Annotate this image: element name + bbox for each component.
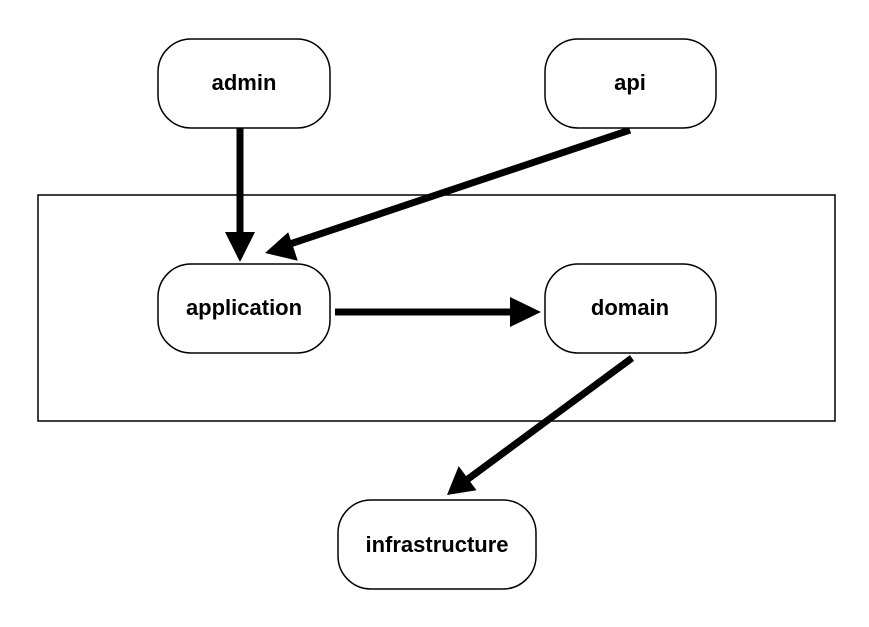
node-domain[interactable]: domain xyxy=(544,263,717,354)
edge-domain-to-infrastructure xyxy=(447,355,635,495)
node-infrastructure[interactable]: infrastructure xyxy=(337,499,537,590)
node-domain-label: domain xyxy=(591,295,669,320)
edge-api-to-application xyxy=(265,126,632,261)
edge-domain-to-infrastructure-arrowhead xyxy=(447,466,477,495)
edge-api-to-application-arrowhead xyxy=(265,232,298,261)
node-api[interactable]: api xyxy=(544,38,717,129)
node-api-box xyxy=(544,38,717,129)
edge-application-to-domain-arrowhead xyxy=(510,297,541,327)
node-application-box xyxy=(157,263,331,354)
node-domain-box xyxy=(544,263,717,354)
edge-domain-to-infrastructure-line xyxy=(465,355,635,482)
node-admin[interactable]: admin xyxy=(157,38,331,129)
node-infrastructure-label: infrastructure xyxy=(365,532,508,557)
node-application-label: application xyxy=(186,295,302,320)
edge-admin-to-application xyxy=(225,128,255,262)
node-infrastructure-box xyxy=(337,499,537,590)
node-application[interactable]: application xyxy=(157,263,331,354)
edge-application-to-domain xyxy=(335,297,541,327)
node-api-label: api xyxy=(614,70,646,95)
node-admin-label: admin xyxy=(212,70,277,95)
node-admin-box xyxy=(157,38,331,129)
edge-admin-to-application-arrowhead xyxy=(225,232,255,262)
edge-api-to-application-line xyxy=(288,126,632,248)
